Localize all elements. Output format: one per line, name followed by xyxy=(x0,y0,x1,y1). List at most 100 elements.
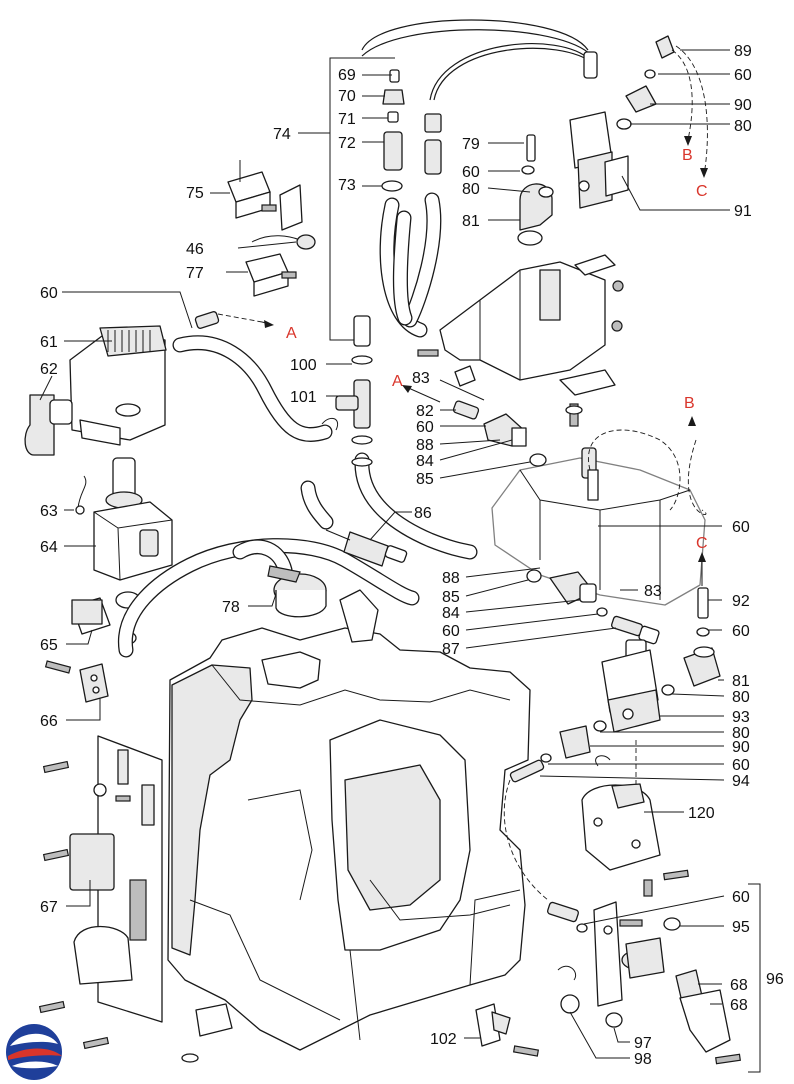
leader-dash-b xyxy=(671,49,693,141)
label-60-e: 60 xyxy=(732,519,750,536)
fitting-89-90 xyxy=(616,35,675,130)
connector-c-top: C xyxy=(696,183,708,200)
label-72: 72 xyxy=(338,135,356,152)
label-68-a: 68 xyxy=(730,977,748,994)
label-60-h: 60 xyxy=(732,757,750,774)
dash-lower-right xyxy=(503,779,549,901)
dash-connector-b xyxy=(687,439,707,515)
label-63: 63 xyxy=(40,503,58,520)
label-102: 102 xyxy=(430,1031,457,1048)
check-valve-86 xyxy=(325,529,408,567)
label-73: 73 xyxy=(338,177,356,194)
label-97: 97 xyxy=(634,1035,652,1052)
elbow-62 xyxy=(24,394,73,456)
fitting-79 xyxy=(526,134,536,162)
label-78: 78 xyxy=(222,599,240,616)
tube-end-60 xyxy=(194,311,220,329)
connector-arrows xyxy=(261,136,708,586)
label-88-a: 88 xyxy=(416,437,434,454)
label-95: 95 xyxy=(732,919,750,936)
holder-120 xyxy=(581,783,689,897)
part-labels: 69 70 71 72 73 74 75 46 77 60 61 62 63 6… xyxy=(40,43,784,1068)
pin-87 xyxy=(611,615,660,645)
label-46: 46 xyxy=(186,241,204,258)
label-74: 74 xyxy=(273,126,291,143)
solenoid-91 xyxy=(569,51,629,209)
label-65: 65 xyxy=(40,637,58,654)
label-79: 79 xyxy=(462,136,480,153)
leader-lines xyxy=(39,49,730,1059)
clip-60-top xyxy=(521,165,535,175)
label-84-b: 84 xyxy=(442,605,460,622)
connector-c-right: C xyxy=(696,535,708,552)
label-86: 86 xyxy=(414,505,432,522)
label-80-d: 80 xyxy=(732,725,750,742)
bracket-65 xyxy=(71,597,111,635)
bracket-102 xyxy=(475,1003,540,1057)
elbow-81-right xyxy=(683,646,721,687)
fitting-82 xyxy=(452,400,480,420)
label-67: 67 xyxy=(40,899,58,916)
label-85-b: 85 xyxy=(442,589,460,606)
label-83-a: 83 xyxy=(412,370,430,387)
brand-logo xyxy=(6,1024,62,1080)
mounting-bracket xyxy=(417,254,624,396)
connector-a-mid: A xyxy=(392,373,403,390)
switch-77 xyxy=(245,253,297,297)
label-60-f: 60 xyxy=(442,623,460,640)
label-61: 61 xyxy=(40,334,58,351)
main-frame xyxy=(167,589,531,1051)
dash-b-curve xyxy=(588,429,681,511)
label-82: 82 xyxy=(416,403,434,420)
hose-assembly-74 xyxy=(329,19,595,347)
label-87: 87 xyxy=(442,641,460,658)
label-88-b: 88 xyxy=(442,570,460,587)
boiler-78 xyxy=(267,565,327,618)
bracket-bottom-left xyxy=(181,1003,233,1063)
switch-75 xyxy=(227,160,303,231)
clip-63 xyxy=(75,505,85,515)
connector-b-top: B xyxy=(682,147,693,164)
label-89: 89 xyxy=(734,43,752,60)
label-71: 71 xyxy=(338,111,356,128)
label-90-b: 90 xyxy=(732,739,750,756)
label-92: 92 xyxy=(732,593,750,610)
label-68-b: 68 xyxy=(730,997,748,1014)
t-piece-101 xyxy=(321,355,373,467)
label-75: 75 xyxy=(186,185,204,202)
label-81-a: 81 xyxy=(462,213,480,230)
screws-left xyxy=(38,760,131,1050)
fitting-92 xyxy=(696,587,710,637)
label-80-b: 80 xyxy=(734,118,752,135)
label-94: 94 xyxy=(732,773,750,790)
label-60-d: 60 xyxy=(416,419,434,436)
assembly-96 xyxy=(557,883,761,1073)
pump-bracket-61 xyxy=(69,325,167,446)
label-60-c: 60 xyxy=(734,67,752,84)
pin-94 xyxy=(509,759,545,783)
label-90-a: 90 xyxy=(734,97,752,114)
leader-dash-a-top xyxy=(217,313,263,323)
label-60-a: 60 xyxy=(40,285,58,302)
washer-mid xyxy=(565,405,583,415)
label-60-i: 60 xyxy=(732,889,750,906)
label-98: 98 xyxy=(634,1051,652,1068)
label-60-b: 60 xyxy=(462,164,480,181)
pump-64 xyxy=(93,457,173,581)
solenoid-93 xyxy=(601,639,675,733)
wire-63 xyxy=(77,475,87,509)
label-120: 120 xyxy=(688,805,715,822)
label-84-a: 84 xyxy=(416,453,434,470)
valve-84-bottom xyxy=(526,569,608,617)
label-80-c: 80 xyxy=(732,689,750,706)
knob-46 xyxy=(251,234,316,250)
label-93: 93 xyxy=(732,709,750,726)
fitting-90-lower xyxy=(540,720,607,763)
label-85-a: 85 xyxy=(416,471,434,488)
label-96: 96 xyxy=(766,971,784,988)
leader-dash-c xyxy=(675,45,708,176)
bracket-66 xyxy=(44,660,109,703)
label-69: 69 xyxy=(338,67,356,84)
circuit-board-67 xyxy=(69,735,163,1023)
